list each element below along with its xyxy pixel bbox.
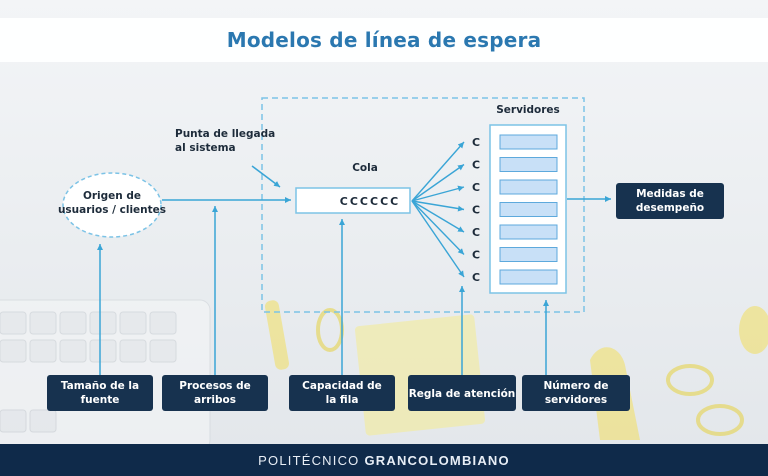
- server-customer: C: [472, 271, 480, 284]
- bottom-box-service-rule: Regla de atención: [408, 375, 516, 411]
- svg-text:Número de: Número de: [543, 380, 608, 392]
- system-boundary: [261, 97, 585, 313]
- svg-text:Regla de atención: Regla de atención: [409, 388, 516, 400]
- server-slot: [499, 247, 558, 262]
- server-slots: [499, 134, 558, 285]
- fanout-arrows: [411, 141, 465, 278]
- fanout-arrow: [411, 200, 465, 278]
- measures-line2: desempeño: [636, 202, 704, 214]
- fanout-arrow: [411, 200, 465, 212]
- server-slot: [499, 179, 558, 195]
- footer-brand-part2: GRANCOLOMBIANO: [364, 452, 510, 468]
- origin-label-line1: Origen de: [83, 190, 141, 202]
- arrival-point-arrow: [251, 165, 281, 188]
- server-slot: [499, 269, 558, 285]
- bottom-box-server-count: Número de servidores: [522, 375, 630, 411]
- bottom-box-arrivals: Procesos de arribos: [162, 375, 268, 411]
- origin-ellipse: [62, 172, 162, 238]
- fanout-arrow: [411, 141, 465, 202]
- fanout-arrow: [411, 185, 465, 202]
- server-customer: C: [472, 181, 480, 194]
- arrival-point-line1: Punta de llegada: [175, 128, 275, 140]
- page-title: Modelos de línea de espera: [226, 28, 542, 52]
- fanout-arrow: [411, 200, 465, 233]
- server-slot: [499, 134, 558, 150]
- queue-box: [295, 187, 411, 214]
- svg-text:Procesos de: Procesos de: [179, 380, 250, 392]
- title-bar: Modelos de línea de espera: [0, 18, 768, 62]
- queue-label: Cola: [352, 162, 378, 174]
- server-customer: C: [472, 136, 480, 149]
- server-customer: C: [472, 249, 480, 262]
- bottom-box-source-size: Tamaño de la fuente: [47, 375, 153, 411]
- svg-text:arribos: arribos: [194, 394, 236, 406]
- server-slot: [499, 202, 558, 217]
- server-slot: [499, 157, 558, 172]
- fanout-arrow: [411, 163, 465, 202]
- origin-label-line2: usuarios / clientes: [58, 204, 166, 216]
- server-customer: C: [472, 226, 480, 239]
- bottom-box-queue-capacity: Capacidad de la fila: [289, 375, 395, 411]
- fanout-arrow: [411, 200, 465, 255]
- svg-text:servidores: servidores: [545, 394, 607, 406]
- svg-text:la fila: la fila: [326, 394, 359, 406]
- queue-customers: CCCCCC: [340, 195, 400, 208]
- footer-bar: POLITÉCNICO GRANCOLOMBIANO: [0, 444, 768, 476]
- svg-text:Tamaño de la: Tamaño de la: [61, 380, 139, 392]
- measures-line1: Medidas de: [636, 188, 704, 200]
- arrival-point-line2: al sistema: [175, 142, 236, 154]
- svg-text:fuente: fuente: [81, 394, 120, 406]
- footer-brand-part1: POLITÉCNICO: [258, 452, 360, 468]
- servers-label: Servidores: [496, 104, 560, 116]
- measures-box: [616, 183, 724, 219]
- server-slot: [499, 224, 558, 240]
- server-customer: C: [472, 159, 480, 172]
- svg-text:Capacidad de: Capacidad de: [302, 380, 382, 392]
- server-customer: C: [472, 204, 480, 217]
